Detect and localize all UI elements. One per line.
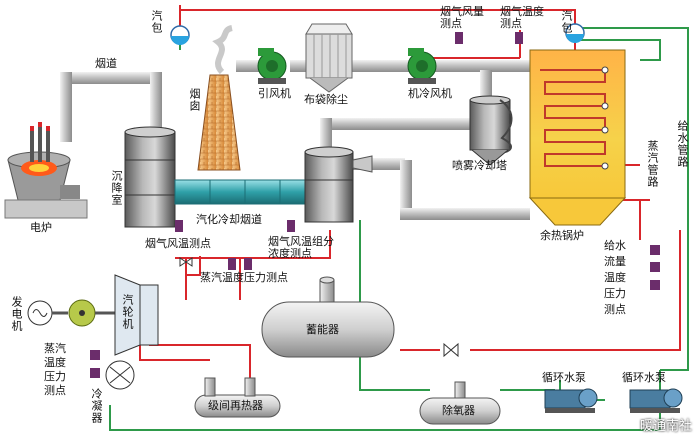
label-vaporization-duct: 汽化冷却烟道 bbox=[196, 213, 262, 226]
label-flue-temp-point: 烟气风温测点 bbox=[145, 237, 211, 250]
drum-left bbox=[170, 25, 190, 45]
flue-ducts bbox=[60, 60, 535, 220]
watermark: 暖通南社 bbox=[639, 419, 692, 434]
label-induced-fan: 引风机 bbox=[258, 87, 291, 100]
label-bag-dust: 布袋除尘 bbox=[304, 93, 348, 106]
label-condenser: 冷凝器 bbox=[90, 388, 103, 424]
valve-right bbox=[443, 342, 459, 358]
electric-furnace bbox=[4, 122, 88, 219]
turbine bbox=[114, 274, 159, 356]
mixing-chamber bbox=[304, 146, 373, 223]
cooling-fan bbox=[407, 48, 437, 84]
valve-left bbox=[179, 257, 193, 267]
label-chimney: 烟囱 bbox=[188, 88, 201, 112]
label-flue-gas-measure: 烟气风量测点 bbox=[440, 5, 484, 30]
label-turbine: 汽轮机 bbox=[121, 294, 134, 330]
label-waste-heat-boiler: 余热锅炉 bbox=[540, 229, 584, 242]
circulation-pump-1 bbox=[544, 388, 598, 413]
chimney bbox=[197, 25, 241, 171]
label-reheater: 级间再热器 bbox=[208, 399, 263, 412]
label-flue-temp-measure: 烟气温度测点 bbox=[500, 5, 544, 30]
label-steam-temp-pressure: 蒸汽温度压力测点 bbox=[200, 271, 288, 284]
circulation-pump-2 bbox=[629, 388, 683, 413]
drum-right bbox=[565, 23, 585, 43]
label-circ-pump-1: 循环水泵 bbox=[542, 371, 586, 384]
label-flue: 烟道 bbox=[95, 57, 117, 70]
label-feed-water-measure: 给水流量温度压力测点 bbox=[604, 239, 626, 316]
label-steam-pipe: 蒸汽管路 bbox=[646, 140, 659, 188]
settling-chamber bbox=[124, 126, 176, 228]
measurement-probes bbox=[90, 32, 660, 378]
generator bbox=[27, 299, 115, 327]
label-circ-pump-2: 循环水泵 bbox=[622, 371, 666, 384]
label-accumulator: 蓄能器 bbox=[306, 323, 339, 336]
label-flue-temp-comp-point: 烟气风温组分浓度测点 bbox=[268, 235, 334, 260]
label-drum-left: 汽包 bbox=[150, 10, 163, 34]
label-cooling-fan: 机冷风机 bbox=[408, 87, 452, 100]
label-electric-furnace: 电炉 bbox=[30, 221, 52, 234]
accumulator bbox=[261, 276, 395, 358]
spray-cooling-tower bbox=[469, 95, 513, 166]
condenser bbox=[105, 360, 135, 390]
vaporization-cooling-duct bbox=[174, 179, 306, 205]
label-generator: 发电机 bbox=[10, 296, 23, 332]
label-steam-measure-left: 蒸汽温度压力测点 bbox=[44, 342, 66, 397]
reheater bbox=[194, 377, 281, 418]
label-settling-chamber: 沉降室 bbox=[110, 170, 123, 206]
bag-dust-collector bbox=[305, 23, 353, 93]
label-spray-tower: 喷雾冷却塔 bbox=[452, 159, 507, 172]
waste-heat-boiler bbox=[528, 49, 627, 226]
induced-fan bbox=[257, 48, 287, 84]
label-drum-right: 汽包 bbox=[560, 10, 573, 34]
label-feed-water-pipe: 给水管路 bbox=[676, 120, 689, 168]
label-deaerator: 除氧器 bbox=[442, 404, 475, 417]
deaerator bbox=[419, 381, 501, 425]
